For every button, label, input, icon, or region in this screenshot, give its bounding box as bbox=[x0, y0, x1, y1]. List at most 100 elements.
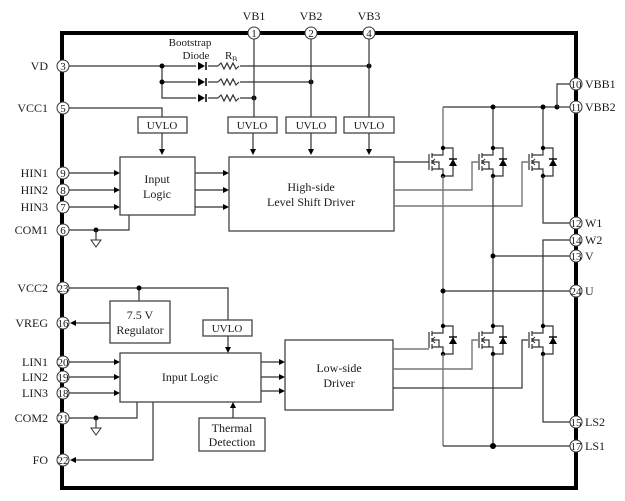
svg-text:3: 3 bbox=[60, 61, 66, 73]
svg-text:V: V bbox=[585, 249, 594, 263]
svg-text:U: U bbox=[585, 284, 594, 298]
high-side-mosfet-v bbox=[478, 145, 508, 179]
svg-text:VB3: VB3 bbox=[358, 9, 381, 23]
svg-text:LS2: LS2 bbox=[585, 415, 605, 429]
svg-text:Detection: Detection bbox=[209, 435, 256, 449]
uvlo-vb3: UVLO bbox=[343, 116, 395, 134]
svg-text:VBB2: VBB2 bbox=[585, 100, 616, 114]
left-pin-vd: VD 3 bbox=[31, 59, 70, 73]
right-pin-ls2: 15 LS2 bbox=[569, 415, 605, 429]
left-pin-vreg: VREG 16 bbox=[15, 316, 70, 330]
right-pin-ls1: 17 LS1 bbox=[569, 439, 605, 453]
low-side-mosfet-u bbox=[428, 323, 458, 357]
input-logic-low: Input Logic bbox=[119, 352, 262, 403]
svg-text:Level Shift Driver: Level Shift Driver bbox=[267, 195, 355, 209]
svg-text:LIN1: LIN1 bbox=[22, 355, 48, 369]
svg-text:1: 1 bbox=[251, 28, 257, 40]
resistor-rb-2 bbox=[217, 77, 240, 87]
svg-text:UVLO: UVLO bbox=[147, 120, 178, 132]
svg-text:12: 12 bbox=[571, 218, 582, 230]
svg-text:W2: W2 bbox=[585, 233, 602, 247]
svg-text:UVLO: UVLO bbox=[354, 120, 385, 132]
left-pin-lin3: LIN3 18 bbox=[22, 386, 70, 400]
svg-text:VB1: VB1 bbox=[243, 9, 266, 23]
svg-text:VREG: VREG bbox=[15, 316, 48, 330]
ground-icon bbox=[90, 239, 102, 248]
svg-text:21: 21 bbox=[58, 413, 69, 425]
uvlo-vcc1: UVLO bbox=[137, 116, 188, 134]
svg-text:9: 9 bbox=[60, 168, 66, 180]
svg-text:Logic: Logic bbox=[143, 187, 171, 201]
svg-text:VB2: VB2 bbox=[300, 9, 323, 23]
rb-subscript: B bbox=[232, 55, 237, 64]
svg-text:LS1: LS1 bbox=[585, 439, 605, 453]
high-side-level-shift-driver: High-side Level Shift Driver bbox=[228, 156, 395, 232]
high-side-mosfet-w bbox=[528, 145, 558, 179]
top-pin-vb3: VB3 4 bbox=[358, 9, 381, 40]
svg-text:10: 10 bbox=[571, 79, 583, 91]
svg-text:HIN2: HIN2 bbox=[21, 183, 48, 197]
right-pin-w1: 12 W1 bbox=[569, 216, 602, 230]
bootstrap-diode-2 bbox=[196, 78, 208, 86]
svg-text:LIN3: LIN3 bbox=[22, 386, 48, 400]
left-pin-fo: FO 22 bbox=[33, 453, 70, 467]
rb-label: R bbox=[225, 50, 233, 62]
svg-text:VD: VD bbox=[31, 59, 49, 73]
left-pin-vcc2: VCC2 23 bbox=[17, 281, 70, 295]
svg-text:UVLO: UVLO bbox=[296, 120, 327, 132]
svg-text:23: 23 bbox=[58, 283, 70, 295]
svg-text:18: 18 bbox=[58, 388, 70, 400]
svg-text:6: 6 bbox=[60, 225, 66, 237]
regulator-7-5v: 7.5 V Regulator bbox=[109, 300, 171, 344]
low-side-mosfet-w bbox=[528, 323, 558, 357]
svg-text:High-side: High-side bbox=[287, 180, 334, 194]
svg-text:16: 16 bbox=[58, 318, 70, 330]
low-side-driver: Low-side Driver bbox=[284, 339, 394, 411]
svg-text:7: 7 bbox=[60, 202, 66, 214]
svg-text:24: 24 bbox=[571, 286, 583, 298]
svg-text:Low-side: Low-side bbox=[316, 361, 361, 375]
left-pin-com2: COM2 21 bbox=[15, 411, 70, 425]
high-side-mosfet-u bbox=[428, 145, 458, 179]
left-pin-hin1: HIN1 9 bbox=[21, 166, 70, 180]
uvlo-vb2: UVLO bbox=[285, 116, 337, 134]
right-pin-vbb2: 11 VBB2 bbox=[569, 100, 616, 114]
svg-text:19: 19 bbox=[58, 372, 70, 384]
svg-text:VCC1: VCC1 bbox=[17, 101, 48, 115]
svg-text:15: 15 bbox=[571, 417, 583, 429]
svg-text:COM1: COM1 bbox=[15, 223, 48, 237]
svg-text:LIN2: LIN2 bbox=[22, 370, 48, 384]
bootstrap-label: Bootstrap bbox=[169, 37, 212, 49]
svg-text:8: 8 bbox=[60, 185, 66, 197]
right-pin-vbb1: 10 VBB1 bbox=[569, 77, 616, 91]
svg-text:17: 17 bbox=[571, 441, 583, 453]
ground-icon bbox=[90, 427, 102, 436]
svg-text:VBB1: VBB1 bbox=[585, 77, 616, 91]
uvlo-vb1: UVLO bbox=[227, 116, 278, 134]
svg-text:11: 11 bbox=[571, 102, 582, 114]
svg-text:22: 22 bbox=[58, 455, 69, 467]
uvlo-vcc2: UVLO bbox=[202, 319, 253, 337]
resistor-rb-1 bbox=[217, 61, 240, 71]
right-pin-u: 24 U bbox=[569, 284, 594, 298]
svg-text:FO: FO bbox=[33, 453, 49, 467]
svg-text:Driver: Driver bbox=[323, 376, 354, 390]
left-pin-lin2: LIN2 19 bbox=[22, 370, 70, 384]
bootstrap-diode-3 bbox=[196, 94, 208, 102]
svg-text:Input: Input bbox=[144, 172, 170, 186]
svg-text:13: 13 bbox=[571, 251, 583, 263]
top-pin-vb2: VB2 2 bbox=[300, 9, 323, 40]
resistor-rb-3 bbox=[217, 93, 240, 103]
svg-text:UVLO: UVLO bbox=[212, 323, 243, 335]
top-pin-vb1: VB1 1 bbox=[243, 9, 266, 40]
left-pin-lin1: LIN1 20 bbox=[22, 355, 70, 369]
svg-text:Regulator: Regulator bbox=[116, 323, 163, 337]
svg-text:Thermal: Thermal bbox=[212, 421, 253, 435]
low-side-mosfet-v bbox=[478, 323, 508, 357]
svg-text:20: 20 bbox=[58, 357, 70, 369]
svg-text:2: 2 bbox=[308, 28, 314, 40]
right-pin-w2: 14 W2 bbox=[569, 233, 602, 247]
svg-text:HIN1: HIN1 bbox=[21, 166, 48, 180]
svg-text:HIN3: HIN3 bbox=[21, 200, 48, 214]
